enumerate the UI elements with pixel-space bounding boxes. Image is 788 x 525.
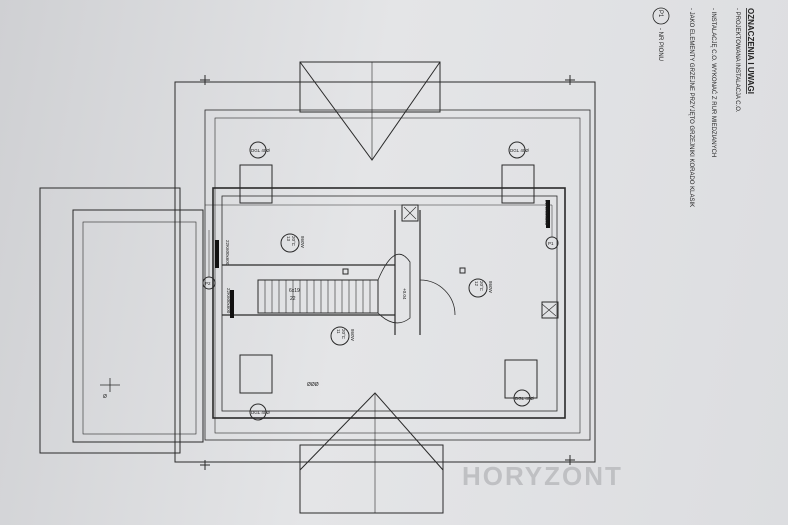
notes-line-3: - JAKO ELEMENTY GRZEJNE PRZYJĘTO GRZEJNI… [688,8,694,207]
roof-inner [204,109,591,441]
stair-treads [264,280,371,313]
dgl-circle-4 [513,389,531,407]
notes-line-2: - INSTALACJĘ C.O. WYKONAĆ Z RUR MIEDZIAN… [710,8,717,157]
legend-code: P1 [657,10,663,18]
dim-label-1: Ø [103,394,107,400]
legend-text: - NR PIONU [657,28,663,61]
radiator-label-3: 22K600x600 [226,288,231,314]
riser-p2-label: P2 [205,281,211,286]
left-wing-inner [72,209,204,443]
svg-text:860W: 860W [350,329,355,342]
dgl-circle-3 [249,403,267,421]
svg-text:860W: 860W [488,281,493,294]
vent-grille-2 [541,301,559,319]
dgl-circle-1 [249,141,267,159]
dormer-bottom [299,444,444,514]
svg-text:20°C: 20°C [341,329,346,340]
radiator-3 [230,290,234,318]
radiator-label-1: 22K600x600 [544,200,549,226]
stairs [257,279,379,314]
dgl-label-2: DGL 40Ø [510,148,529,153]
svg-text:12: 12 [474,281,479,287]
room-11-circle [330,326,350,346]
left-wing-outline [39,187,181,454]
door-label: +0.04 [402,288,407,300]
watermark: HORYZONT [462,461,623,491]
niche-bottom-left [239,354,273,394]
room-12-label: 12 20°C 860W [474,281,493,294]
dgl-label-3: DGL 40Ø [251,410,270,415]
room-11-label: 11 20°C 860W [336,329,355,342]
roof-inner-2 [214,117,581,434]
door-swing [419,279,456,316]
stair-curve [377,253,411,324]
dormer-bottom-ridge [299,392,444,471]
room-13-label: 13 20°C 860W [286,236,305,249]
room-12-circle [468,278,488,298]
left-wing-inner-2 [82,221,197,435]
svg-text:20°C: 20°C [479,281,484,292]
roof-outline [174,81,596,463]
dormer-top [299,61,441,113]
svg-text:20°C: 20°C [291,236,296,247]
stair-sub-label: 22 [290,296,296,302]
radiator-1 [546,200,550,228]
dgl-label-4: DGL 40Ø [515,396,534,401]
svg-text:13: 13 [286,236,291,242]
radiator-label-2: 22K600x600 [225,240,230,266]
notes-line-1: - PROJEKTOWANA INSTALACJA C.O. [734,8,740,113]
dim-label-2: ØØØ [307,382,319,388]
notes-block: OZNACZENIA I UWAGI - PROJEKTOWANA INSTAL… [652,7,755,207]
niche-top-right [501,164,535,204]
stair-label: 6x19 [289,288,300,294]
niche-bottom-right [504,359,538,399]
dgl-label-1: DGL 40Ø [251,148,270,153]
room-13-circle [280,233,300,253]
exterior-wall [212,187,566,419]
svg-text:860W: 860W [300,236,305,249]
exterior-wall-inner [221,195,558,412]
niche-top-left [239,164,273,204]
pipe-1 [205,204,553,237]
svg-text:11: 11 [336,329,341,334]
dgl-circle-2 [508,141,526,159]
dormer-top-ridge [299,61,441,161]
notes-title: OZNACZENIA I UWAGI [746,8,755,94]
riser-p1-label: P1 [548,241,554,246]
radiator-2 [215,240,219,268]
